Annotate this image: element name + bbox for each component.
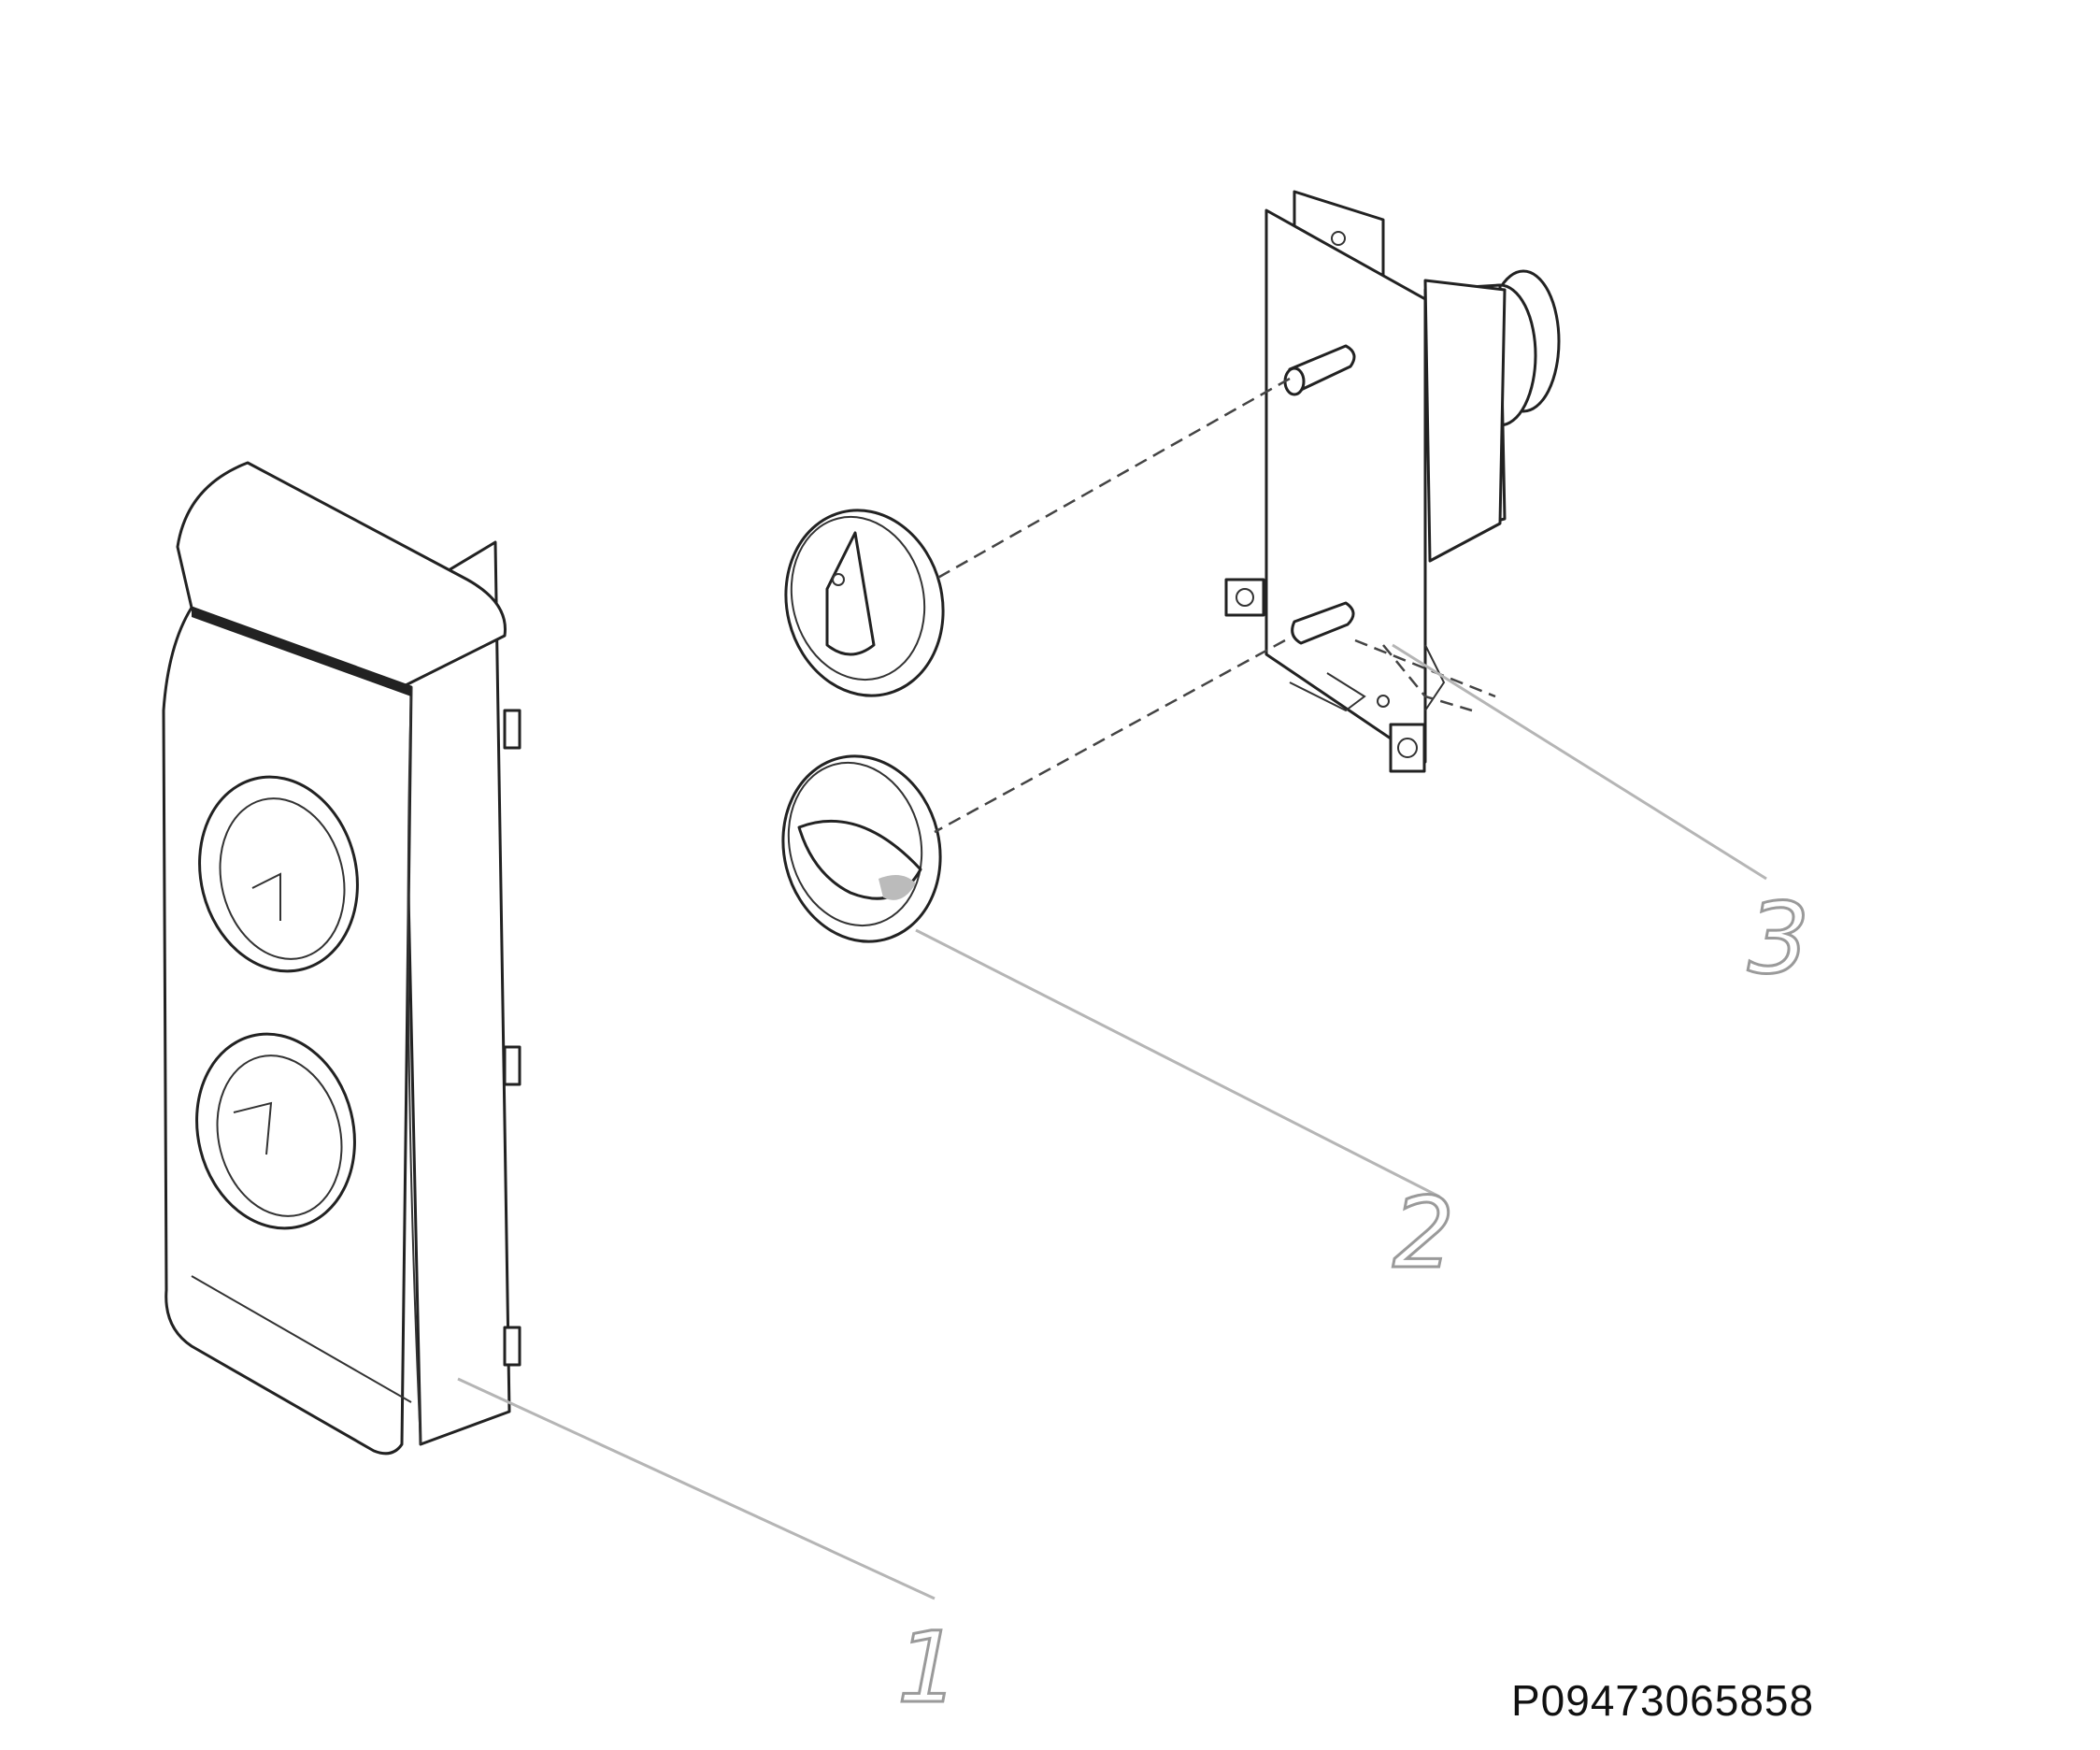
control-board-assembly	[1224, 190, 1561, 773]
housing-upper-opening	[198, 775, 359, 973]
assembly-lines	[934, 377, 1496, 834]
timer-knob-upper	[784, 509, 945, 697]
power-knob-lower	[781, 754, 942, 943]
part-code-label: P09473065858	[1511, 1676, 1815, 1725]
leader-lines	[457, 643, 1767, 1600]
housing-lower-opening	[195, 1032, 356, 1230]
callout-3: 3	[1748, 882, 1809, 996]
callout-1: 1	[897, 1611, 959, 1725]
control-panel-housing	[162, 461, 521, 1456]
callout-2: 2	[1393, 1176, 1454, 1290]
